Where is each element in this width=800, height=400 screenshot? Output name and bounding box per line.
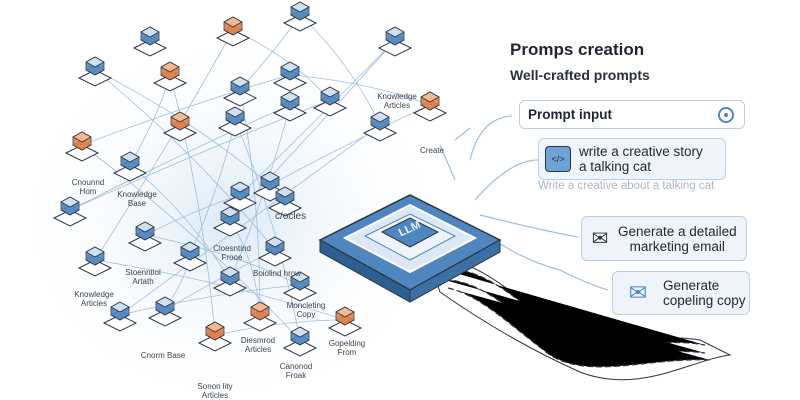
node-label: Sonon lity Articles	[197, 382, 233, 400]
knowledge-node-icon	[377, 26, 413, 57]
node-label: Canonod Froak	[279, 362, 313, 380]
node-label: Cloesntind Frooe	[213, 244, 251, 262]
knowledge-node-icon	[52, 196, 88, 227]
network-link	[69, 104, 291, 211]
knowledge-node-icon	[242, 301, 278, 332]
knowledge-node-icon	[217, 106, 253, 137]
knowledge-node-icon	[152, 61, 188, 92]
settings-icon[interactable]	[718, 106, 734, 123]
knowledge-node-icon	[102, 301, 138, 332]
knowledge-node-icon	[327, 306, 363, 337]
knowledge-node-icon	[112, 151, 148, 182]
network-link	[169, 74, 216, 336]
network-link	[239, 39, 396, 196]
network-link	[119, 284, 301, 316]
ghost-prompt-text: Write a creative about a talking cat	[538, 180, 715, 192]
llm-chip	[318, 194, 502, 303]
knowledge-node-icon	[215, 16, 251, 47]
node-label: Knowledge Base	[117, 190, 157, 208]
page-subtitle: Well-crafted prompts	[510, 67, 650, 83]
node-label: Diesmrod Articles	[240, 336, 276, 354]
knowledge-node-icon	[312, 86, 348, 117]
envelope-chat-icon: ✉	[628, 280, 648, 305]
knowledge-node-icon	[127, 221, 163, 252]
card-text-line: Generate	[663, 278, 720, 293]
knowledge-node-icon	[212, 206, 248, 237]
node-label: Moncleting Copy	[286, 301, 326, 319]
network-link	[94, 29, 234, 261]
knowledge-node-icon	[147, 296, 183, 327]
network-link	[269, 104, 431, 186]
knowledge-node-icon	[282, 1, 318, 32]
node-label: Knowledge Articles	[74, 290, 114, 308]
network-link	[144, 234, 301, 286]
card-text-line: marketing email	[629, 238, 725, 254]
page-title: Promps creation	[510, 40, 645, 59]
knowledge-node-icon	[77, 246, 113, 277]
network-link	[81, 74, 291, 146]
card-text-line: copeling copy	[663, 293, 746, 308]
node-label: Gopelding From	[328, 339, 366, 357]
prompt-input-field[interactable]: Prompt input	[519, 100, 745, 129]
connector-lines	[439, 115, 609, 291]
network-link	[119, 124, 381, 316]
knowledge-node-icon	[222, 181, 258, 212]
network-link	[129, 164, 231, 281]
network-link	[81, 144, 301, 341]
network-link	[239, 89, 261, 316]
knowledge-node-icon	[197, 321, 233, 352]
knowledge-node-icon	[257, 236, 293, 267]
cycles-label: c/ocles	[275, 211, 307, 222]
knowledge-node-icon	[162, 111, 198, 142]
knowledge-node-icon	[64, 131, 100, 162]
network-link	[289, 74, 431, 106]
knowledge-node-icon	[172, 241, 208, 272]
knowledge-node-icon	[132, 26, 168, 57]
node-label: Boiolind hrow	[252, 269, 302, 278]
card-text-line: Generate a detailed	[618, 223, 737, 239]
knowledge-node-icon	[282, 326, 318, 357]
knowledge-node-icon	[282, 271, 318, 302]
network-link	[214, 319, 346, 336]
knowledge-node-icon	[212, 266, 248, 297]
knowledge-node-icon	[362, 111, 398, 142]
node-label: Stoenntiol Artath	[125, 268, 161, 286]
knowledge-node-icon	[272, 61, 308, 92]
node-label: Knowledge Articles	[377, 92, 417, 110]
knowledge-node-icon	[77, 56, 113, 87]
node-label: Cnounnd Hom	[71, 178, 105, 196]
card-text-line: write a creative story	[579, 144, 703, 159]
network-link	[229, 39, 396, 221]
card-text-line: a talking cat	[579, 159, 652, 174]
knowledge-node-icon	[412, 91, 448, 122]
code-icon: </>	[545, 146, 571, 172]
node-label: Cnorm Base	[140, 351, 186, 360]
network-link	[234, 119, 301, 341]
network-link	[144, 194, 241, 236]
network-link	[94, 69, 276, 251]
prompt-input-label: Prompt input	[528, 107, 612, 122]
node-label: Create	[419, 146, 444, 155]
knowledge-node-icon	[267, 186, 303, 217]
knowledge-node-icon	[222, 76, 258, 107]
knowledge-node-icon	[272, 91, 308, 122]
email-network-icon: ✉	[591, 228, 609, 250]
